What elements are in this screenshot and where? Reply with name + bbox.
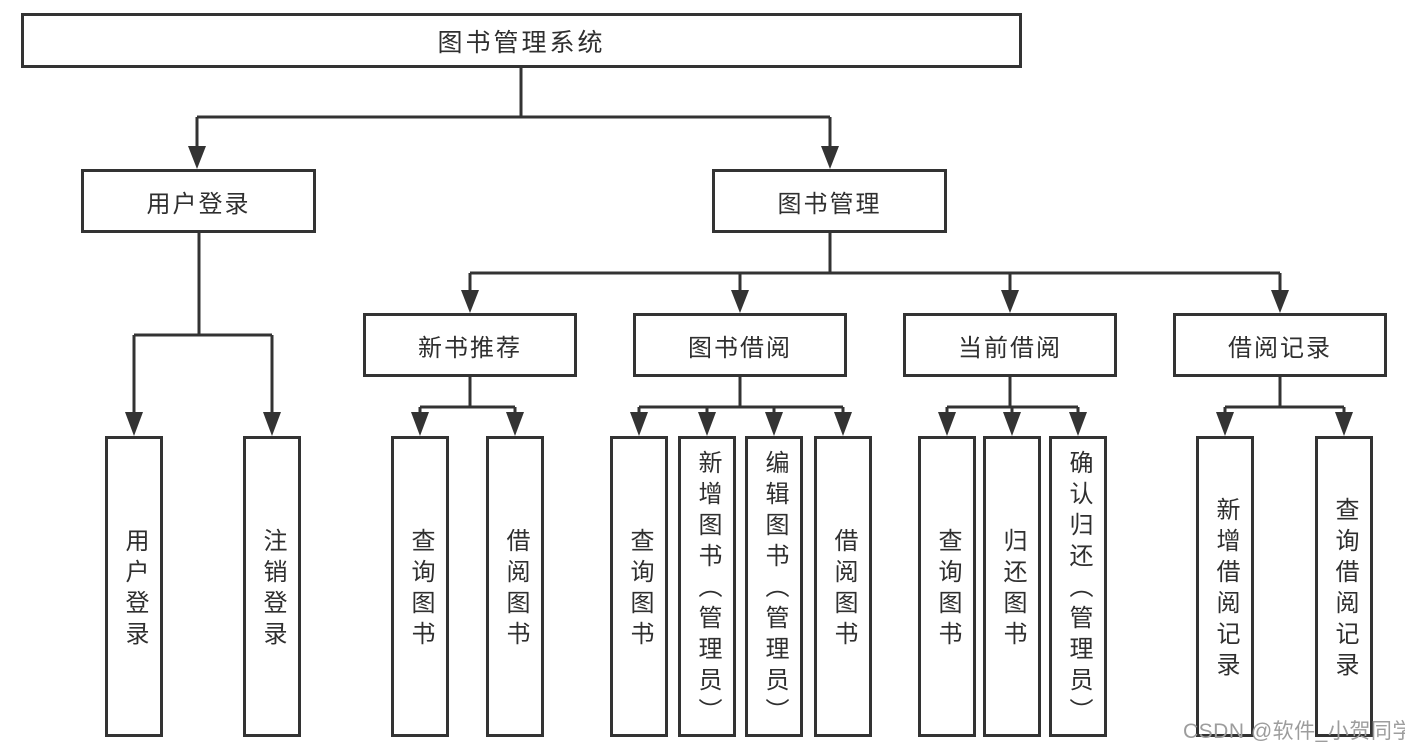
arrowhead: [461, 290, 479, 313]
node-new-book-recommend: 新书推荐: [363, 313, 577, 377]
arrowhead: [411, 412, 429, 436]
arrowhead: [1271, 290, 1289, 313]
node-root-system: 图书管理系统: [21, 13, 1022, 68]
arrowheads: [125, 146, 1353, 436]
arrowhead: [938, 412, 956, 436]
leaf-edit-books-admin: 编辑图书（管理员）: [745, 436, 803, 737]
leaf-add-borrow-record: 新增借阅记录: [1196, 436, 1254, 737]
csdn-watermark: CSDN @软件_小贺同学: [1183, 720, 1405, 743]
leaf-confirm-return-admin: 确认归还（管理员）: [1049, 436, 1107, 737]
arrowhead: [1001, 290, 1019, 313]
leaf-query-borrow-record: 查询借阅记录: [1315, 436, 1373, 737]
arrowhead: [1216, 412, 1234, 436]
node-user-login: 用户登录: [81, 169, 316, 233]
leaf-query-books-borrow: 查询图书: [610, 436, 668, 737]
arrowhead: [630, 412, 648, 436]
connector-path: [132, 68, 1346, 414]
node-borrow-records: 借阅记录: [1173, 313, 1387, 377]
leaf-query-books-recommend: 查询图书: [391, 436, 449, 737]
leaf-user-login: 用户登录: [105, 436, 163, 737]
arrowhead: [506, 412, 524, 436]
arrowhead: [698, 412, 716, 436]
arrowhead: [263, 412, 281, 436]
arrowhead: [1069, 412, 1087, 436]
leaf-query-books-current: 查询图书: [918, 436, 976, 737]
arrowhead: [125, 412, 143, 436]
leaf-borrow-books-recommend: 借阅图书: [486, 436, 544, 737]
node-current-borrow: 当前借阅: [903, 313, 1117, 377]
arrowhead: [1335, 412, 1353, 436]
arrowhead: [1003, 412, 1021, 436]
leaf-borrow-books: 借阅图书: [814, 436, 872, 737]
arrowhead: [765, 412, 783, 436]
leaf-logout: 注销登录: [243, 436, 301, 737]
leaf-return-books: 归还图书: [983, 436, 1041, 737]
arrowhead: [834, 412, 852, 436]
arrowhead: [188, 146, 206, 169]
node-book-management: 图书管理: [712, 169, 947, 233]
node-book-borrow: 图书借阅: [633, 313, 847, 377]
arrowhead: [821, 146, 839, 169]
arrowhead: [731, 290, 749, 313]
leaf-add-books-admin: 新增图书（管理员）: [678, 436, 736, 737]
